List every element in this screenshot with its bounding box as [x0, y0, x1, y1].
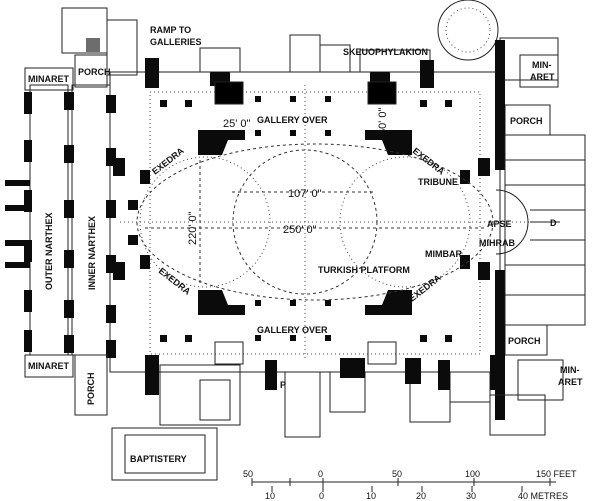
- porch-sw-block: [74, 354, 108, 416]
- ramp-label: RAMP TO: [150, 25, 191, 35]
- inner-nave-wall: [149, 91, 481, 355]
- scale-feet-2: 0: [318, 469, 323, 479]
- sw-buttress-block: [159, 364, 241, 426]
- ramp-stairs: [86, 38, 100, 52]
- dim-220-label: 220' 0": [187, 211, 199, 245]
- dim-107-label: 107' 0": [288, 188, 322, 200]
- sw-buttress-inner: [199, 379, 231, 421]
- dim-60-label: 60' 0": [377, 107, 389, 135]
- dim-250-label: 250' 0": [283, 224, 317, 236]
- letter-d: D: [550, 218, 557, 228]
- exedra-se-label: EXEDRA: [407, 272, 443, 303]
- minaret-nw-label: MINARET: [28, 74, 69, 84]
- east-sheds: [504, 134, 586, 326]
- minaret-se-label-2: ARET: [558, 377, 583, 387]
- baptistery-block: [111, 427, 218, 481]
- minaret-se-block: [517, 359, 564, 401]
- minaret-nw-block: [24, 67, 74, 91]
- ramp-label-2: GALLERIES: [150, 37, 202, 47]
- exedra-sw-label: EXEDRA: [157, 266, 193, 297]
- scale-m-6: 40 METRES: [518, 491, 568, 501]
- se-buttress-strip: [495, 270, 505, 420]
- porch-nw-label: PORCH: [78, 67, 111, 77]
- east-shed-lines: [505, 159, 585, 296]
- minaret-ne-label-1: MIN-: [532, 60, 552, 70]
- scale-m-5: 30: [466, 491, 476, 501]
- mimbar-label: MIMBAR: [425, 249, 462, 259]
- mihrab-label: MIHRAB: [479, 238, 515, 248]
- scale-bar: [251, 478, 556, 492]
- scale-feet-3: 50: [392, 469, 402, 479]
- ne-buttress-strip: [495, 40, 505, 170]
- scale-m-3: 10: [366, 491, 376, 501]
- gallery-bottom-label: GALLERY OVER: [257, 325, 328, 335]
- apse-label: APSE: [487, 219, 512, 229]
- dome-piers: [198, 82, 412, 315]
- skeuophylakion-inner: [445, 7, 491, 53]
- scale-feet-5: 150 FEET: [536, 469, 577, 479]
- apse-shape: [495, 189, 529, 255]
- nave-ellipse: [136, 143, 494, 301]
- minaret-se-label-1: MIN-: [560, 365, 580, 375]
- south-annex-outlines: [284, 371, 491, 438]
- minaret-sw-label: MINARET: [28, 361, 69, 371]
- exedra-nw-label: EXEDRA: [150, 145, 186, 176]
- scale-m-2: 0: [319, 491, 324, 501]
- exedra-columns: [113, 158, 490, 280]
- ramp-block: [61, 7, 108, 54]
- tribune-label: TRIBUNE: [418, 177, 458, 187]
- se-annex: [489, 394, 546, 436]
- minaret-ne-block: [519, 54, 559, 88]
- exedra-ne-label: EXEDRA: [411, 146, 447, 177]
- scale-m-4: 20: [416, 491, 426, 501]
- dim-25-label: 25' 0": [223, 118, 251, 130]
- baptistery-inner: [124, 434, 206, 474]
- scale-m-1: 10: [265, 491, 275, 501]
- letter-p: P: [280, 380, 286, 390]
- pier-outlines: [214, 81, 397, 365]
- east-semidome: [339, 156, 471, 288]
- west-entrance-steps: [5, 180, 30, 268]
- gallery-top-label: GALLERY OVER: [257, 115, 328, 125]
- scale-feet-4: 100: [465, 469, 480, 479]
- outer-narthex-label: OUTER NARTHEX: [44, 212, 54, 290]
- porch-se-label: PORCH: [508, 336, 541, 346]
- skeuophylakion-label: SKEUOPHYLAKION: [343, 47, 428, 57]
- aisle-columns: [160, 96, 452, 342]
- narthex-piers: [24, 92, 116, 358]
- baptistery-label: BAPTISTERY: [130, 454, 187, 464]
- minaret-sw-block: [24, 354, 74, 378]
- ramp-inner: [106, 19, 138, 76]
- minaret-ne-label-2: ARET: [530, 72, 555, 82]
- turkish-platform-label: TURKISH PLATFORM: [318, 265, 410, 275]
- skeuophylakion-rotunda: [437, 0, 499, 61]
- porch-ne-label: PORCH: [510, 116, 543, 126]
- inner-narthex-label: INNER NARTHEX: [87, 216, 97, 290]
- south-buttresses: [145, 355, 500, 395]
- scale-feet-1: 50: [243, 469, 253, 479]
- porch-sw-label: PORCH: [86, 372, 96, 405]
- west-semidome: [139, 156, 271, 288]
